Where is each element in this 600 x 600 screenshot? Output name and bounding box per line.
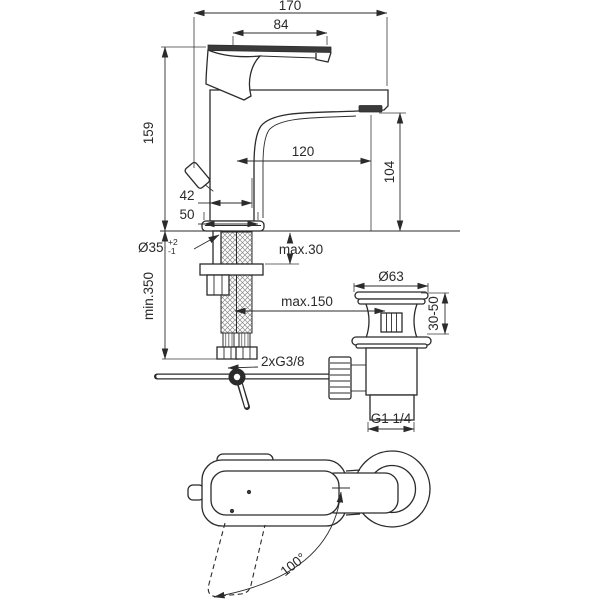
dim-spout-reach: 120 [236, 115, 372, 231]
dim-handle-length: 84 [232, 17, 328, 46]
handle-underside [259, 55, 317, 59]
waste-plug-cap-underside [357, 298, 426, 305]
pull-knob [184, 161, 214, 192]
dim-84-label: 84 [273, 17, 289, 32]
dim-max-deck-thickness: max.30 [265, 232, 323, 265]
pop-up-waste-view [328, 291, 432, 421]
dim-min-clearance: min.350 [141, 230, 256, 360]
label-hose-threads: 2xG3/8 [227, 354, 305, 371]
hole-tolerance-lower: -1 [168, 246, 176, 256]
rod-side-nut [328, 356, 366, 400]
waste-upper-body-right [413, 303, 418, 339]
dim-waste-thread: G1 1/4 [367, 411, 415, 433]
waste-body [365, 347, 418, 396]
label-max-30: max.30 [279, 242, 323, 257]
base-plate [201, 220, 265, 232]
detail-dot-2 [229, 508, 235, 514]
handle-top-bar [207, 44, 332, 53]
waste-upper-body [365, 303, 370, 339]
dim-42-label: 42 [179, 188, 194, 203]
handle-swung-position [207, 522, 266, 598]
neck-line-bottom [345, 513, 361, 516]
label-d63: Ø63 [378, 269, 404, 284]
label-100-degrees: 100° [278, 550, 309, 579]
dim-159-label: 159 [141, 122, 156, 145]
dim-104-label: 104 [382, 160, 397, 183]
waste-slot-window [380, 312, 403, 333]
label-g114: G1 1/4 [371, 411, 412, 426]
dim-total-depth: 170 [193, 0, 388, 168]
dim-height: 159 [141, 46, 206, 232]
dim-hole-diameter: Ø35 +2 -1 [138, 234, 220, 256]
dim-max-rod-distance: max.150 [234, 294, 386, 315]
waste-tailpiece [369, 394, 415, 421]
dim-body-width: 42 [179, 178, 253, 208]
horseshoe-washer [199, 263, 264, 276]
handle-base [205, 49, 262, 101]
detail-dot-1 [246, 489, 252, 495]
dim-120-label: 120 [292, 144, 315, 159]
lever-surface-top [210, 470, 340, 516]
label-min-350: min.350 [141, 272, 156, 320]
swivel-arc [213, 491, 344, 599]
spout-inner-curve [262, 115, 357, 218]
dim-50-label: 50 [179, 207, 194, 222]
dim-spout-height: 104 [379, 112, 406, 232]
top-view [187, 450, 431, 599]
hole-tolerance-upper: +2 [168, 237, 178, 247]
faucet-body [201, 89, 389, 232]
label-hole-diameter: Ø35 [138, 240, 164, 255]
hose-connection-nuts [216, 346, 258, 360]
aerator [358, 105, 383, 113]
fixing-nut [206, 274, 230, 296]
neck-line-top [345, 469, 361, 472]
hose-ferrules [222, 332, 251, 349]
dim-adjust-range: 30-50 [421, 292, 449, 335]
label-30-50: 30-50 [426, 296, 441, 331]
side-view [154, 44, 460, 410]
handle-lever [205, 44, 332, 101]
below-deck-assembly [199, 230, 264, 360]
waste-plug-cap [354, 291, 429, 300]
label-max-150: max.150 [281, 294, 333, 309]
dim-plug-diameter: Ø63 [353, 269, 429, 292]
dim-base-width: 50 [179, 207, 259, 228]
dim-170-label: 170 [279, 0, 302, 13]
pop-up-rod [154, 368, 332, 410]
label-2xg38: 2xG3/8 [261, 354, 305, 369]
handle-front-tip [315, 52, 332, 63]
